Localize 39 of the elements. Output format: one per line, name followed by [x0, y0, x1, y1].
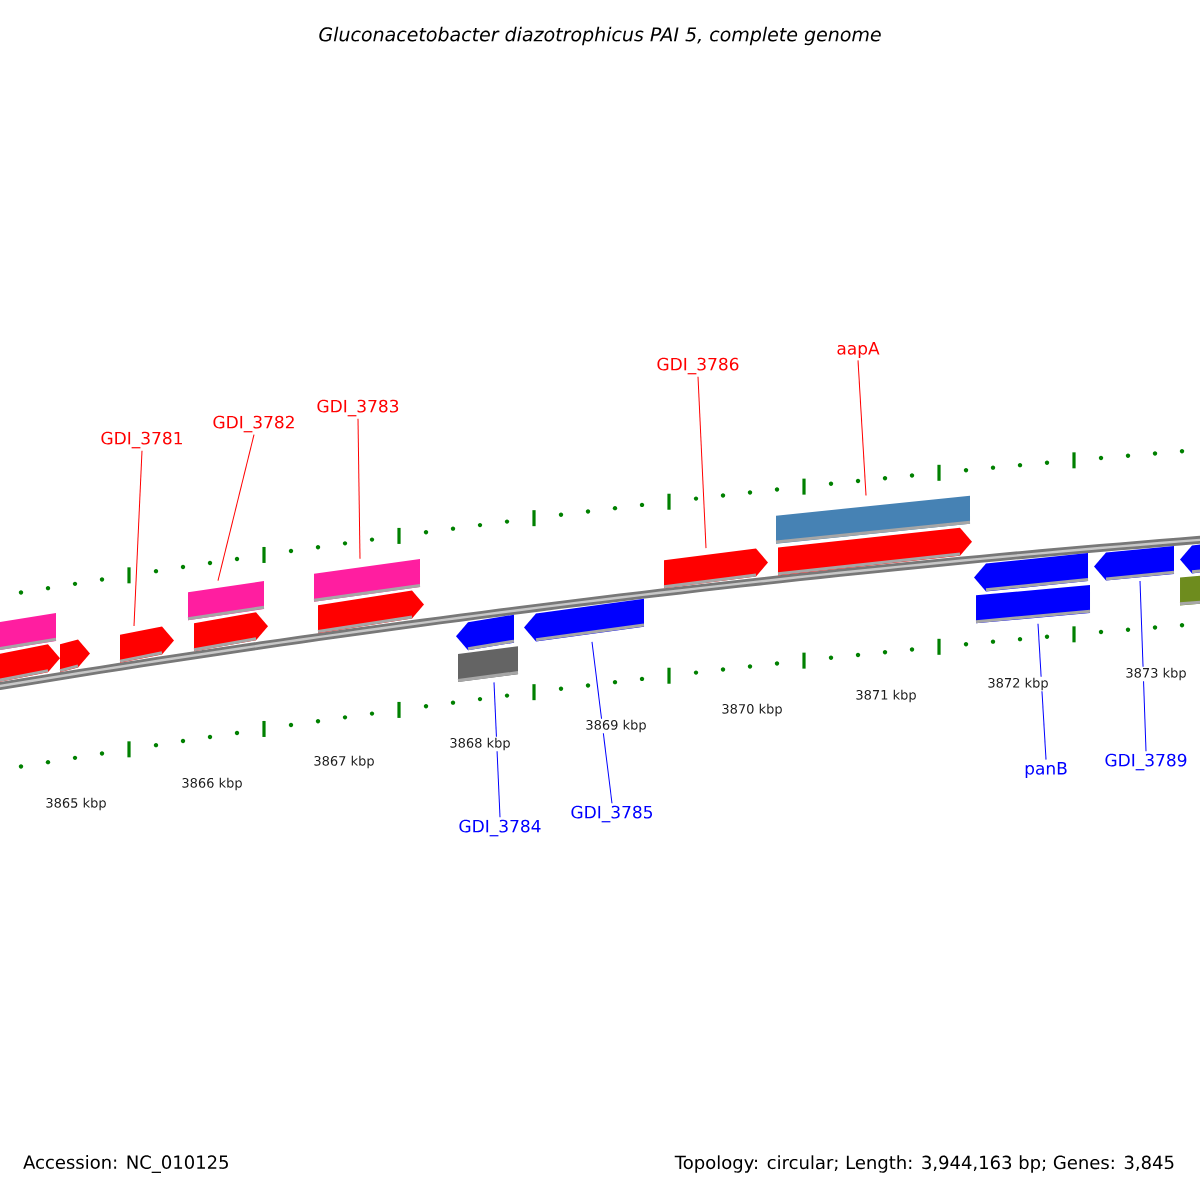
leader-line: [1139, 580, 1147, 752]
gene-label: aapA: [837, 342, 880, 358]
gene-feature: [524, 598, 645, 642]
gene-feature: [975, 584, 1091, 624]
gene-label: GDI_3781: [101, 431, 182, 449]
title: Gluconacetobacter diazotrophicus PAI 5, complete genome: [319, 26, 881, 46]
leader-line: [697, 376, 707, 549]
gene-feature: [1179, 574, 1200, 606]
gene-label: GDI_3782: [213, 415, 294, 433]
gene-label: GDI_3785: [571, 805, 652, 823]
leader-line: [357, 418, 361, 560]
gene-feature: [187, 580, 265, 621]
gene-feature: [1094, 545, 1175, 581]
leader-line: [591, 641, 613, 804]
gene-feature: [456, 614, 515, 651]
gene-feature: [0, 612, 57, 652]
leader-line: [857, 359, 867, 496]
gene-feature: [775, 495, 971, 544]
gene-feature: [59, 639, 90, 673]
footer-text: Accession: NC_010125: [23, 1155, 228, 1173]
leader-line: [493, 681, 501, 818]
gene-feature: [777, 527, 972, 576]
gene-feature: [119, 626, 174, 663]
leader-line: [133, 450, 143, 627]
leader-line: [1037, 623, 1047, 761]
gene-label: GDI_3786: [657, 357, 739, 375]
leader-line: [217, 434, 255, 582]
gene-feature: [313, 559, 421, 602]
gene-label: GDI_3783: [317, 399, 399, 417]
gene-feature: [663, 548, 768, 589]
gene-feature: [193, 612, 268, 652]
gene-label: GDI_3784: [459, 819, 541, 837]
gene-feature: [974, 553, 1089, 592]
gene-feature: [1180, 542, 1200, 574]
gene-label: GDI_3789: [1105, 753, 1187, 771]
footer-text: Topology: circular; Length: 3,944,163 bp; Genes: 3,845: [674, 1155, 1174, 1173]
gene-feature: [317, 590, 424, 634]
gene-feature: [457, 646, 519, 682]
gene-label: panB: [1025, 762, 1067, 778]
